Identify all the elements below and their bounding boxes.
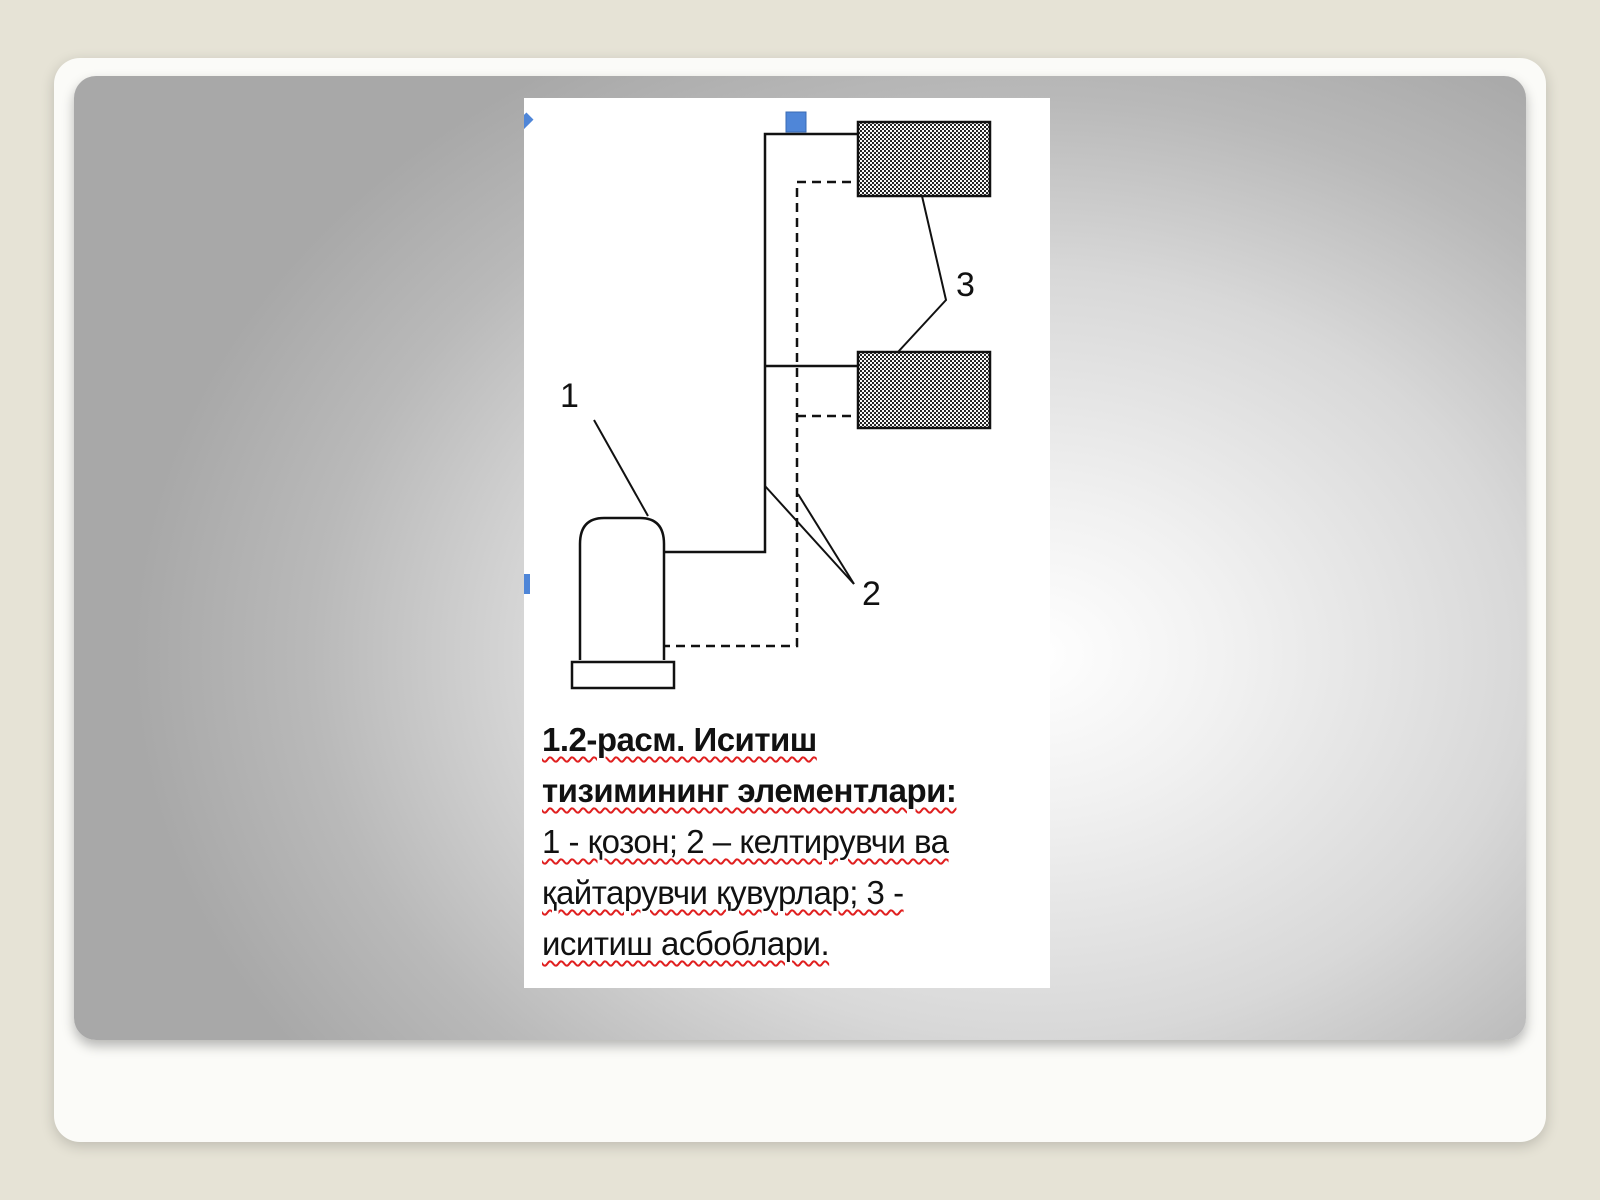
leader-line-heaters <box>897 195 948 353</box>
leader-line-boiler <box>593 419 649 517</box>
label-3: 3 <box>956 266 975 304</box>
radiator-lower <box>856 350 992 430</box>
boiler-base <box>570 660 676 690</box>
leader-line-pipes-a <box>764 485 855 585</box>
figure-caption: 1.2-расм. Иситиш тизимининг элементлари:… <box>542 714 1042 969</box>
supply-pipe <box>661 132 858 554</box>
radiator-upper <box>856 120 992 198</box>
caption-title-line-2: тизимининг элементлари: <box>542 772 957 809</box>
label-2: 2 <box>862 575 881 613</box>
caption-title-line-1: 1.2-расм. Иситиш <box>542 721 817 758</box>
boiler <box>578 516 666 660</box>
selection-handle-left[interactable] <box>524 574 530 594</box>
caption-body-line-2: қайтарувчи қувурлар; 3 - <box>542 874 904 911</box>
return-pipe <box>661 180 858 648</box>
leader-line-pipes-b <box>797 493 855 585</box>
caption-body-line-1: 1 - қозон; 2 – келтирувчи ва <box>542 823 949 860</box>
label-1: 1 <box>560 377 579 415</box>
caption-body-line-3: иситиш асбоблари. <box>542 925 830 962</box>
selection-handle-top[interactable] <box>785 111 807 133</box>
heating-system-diagram: 1 2 3 <box>524 111 992 690</box>
selection-handle-top-left[interactable] <box>524 112 534 130</box>
figure-image[interactable]: 1 2 3 1.2-расм. Иситиш тизимининг элемен… <box>524 98 1050 988</box>
